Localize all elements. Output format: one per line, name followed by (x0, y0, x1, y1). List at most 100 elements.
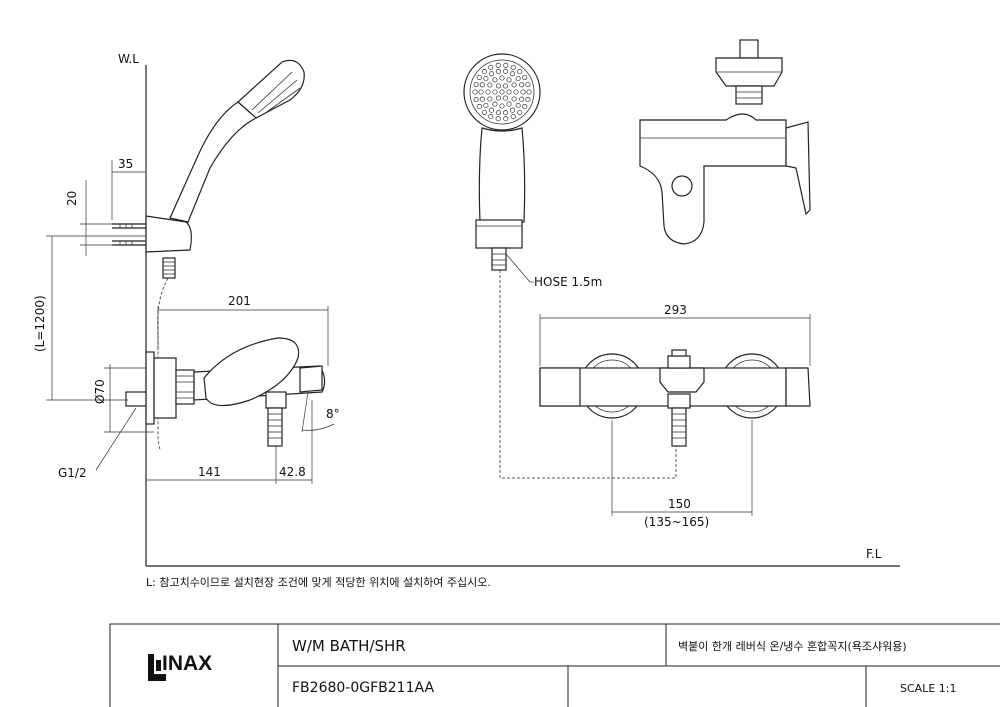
spray-hole (492, 77, 498, 83)
spray-hole (483, 102, 489, 109)
spray-hole (495, 68, 501, 74)
side-hand-shower (112, 59, 305, 279)
spray-hole (503, 62, 509, 68)
front-hand-shower (463, 53, 541, 271)
spray-hole (473, 97, 479, 103)
side-shower-head (237, 59, 305, 119)
spray-hole (499, 103, 505, 109)
spray-hole (517, 109, 523, 115)
dim-293: 293 (664, 303, 687, 317)
spray-hole (519, 96, 525, 102)
side-shower-handle (169, 101, 258, 223)
top-lever (785, 121, 811, 216)
dim-l1200: (L=1200) (33, 295, 47, 352)
spray-hole (488, 64, 494, 70)
spray-hole (510, 114, 516, 120)
top-body (639, 113, 787, 245)
spray-hole (488, 71, 495, 77)
callout-hose: HOSE 1.5m (534, 275, 602, 289)
front-left-handle (539, 367, 581, 407)
spray-hole (509, 71, 516, 77)
spray-hole (488, 114, 494, 120)
spray-hole (511, 96, 517, 102)
spray-hole (476, 104, 482, 110)
spray-hole (522, 74, 528, 80)
product-name-kr: 벽붙이 한개 레버식 온/냉수 혼합꼭지(욕조샤워용) (678, 640, 907, 653)
spray-hole (525, 81, 531, 87)
installation-note: L: 참고치수이므로 설치현장 조건에 맞게 적당한 위치에 설치하여 주십시오… (146, 575, 491, 589)
spray-hole (515, 102, 521, 109)
spray-hole (495, 110, 501, 116)
title-block (109, 623, 1000, 707)
dim-42-8: 42.8 (279, 465, 306, 479)
drawing-scale: SCALE 1:1 (900, 682, 956, 695)
spray-hole (513, 89, 519, 95)
spray-hole (479, 82, 485, 88)
front-spout-thread (671, 407, 687, 447)
spray-hole (506, 89, 512, 95)
spray-hole (509, 107, 516, 113)
spray-hole (520, 89, 526, 95)
dim-20: 20 (65, 191, 79, 206)
side-lever (203, 337, 300, 407)
side-hose-connector (162, 257, 176, 279)
spray-hole (495, 95, 502, 101)
front-diverter (659, 367, 705, 393)
spray-hole (487, 82, 493, 88)
model-number: FB2680-0GFB211AA (292, 680, 434, 696)
side-shower-holder (145, 215, 192, 253)
front-hose (499, 270, 677, 479)
spray-hole (492, 89, 498, 95)
spray-hole (472, 89, 478, 95)
spray-hole (483, 75, 489, 82)
front-right-lever (785, 367, 811, 407)
spray-hole (526, 89, 532, 95)
callout-g12: G1/2 (58, 466, 87, 480)
dim-70: Ø70 (93, 379, 107, 404)
front-shower-holder (475, 219, 523, 249)
logo-text: INAX (162, 652, 212, 675)
spray-hole (481, 69, 487, 75)
side-spout-thread (267, 407, 283, 447)
dim-35: 35 (118, 157, 133, 171)
spray-hole (481, 109, 487, 115)
floor-line-label: F.L (866, 547, 882, 561)
side-hose (157, 277, 169, 451)
side-wall-flange (145, 351, 155, 425)
spray-hole (503, 68, 509, 74)
spray-hole (517, 69, 523, 75)
spray-hole (503, 116, 509, 122)
spray-hole (515, 75, 521, 82)
side-dimensions (46, 160, 335, 484)
spray-hole (499, 75, 505, 81)
spray-hole (502, 83, 509, 89)
spray-hole (510, 64, 516, 70)
spray-hole (519, 82, 525, 88)
top-outlet (671, 175, 693, 197)
spray-hole (488, 107, 495, 113)
spray-hole (492, 101, 498, 107)
spray-hole (503, 110, 509, 116)
dim-150-range: (135~165) (644, 515, 709, 529)
spray-hole (487, 96, 493, 102)
product-name-en: W/M BATH/SHR (292, 637, 406, 655)
front-dimensions (539, 314, 811, 516)
front-shower-handle (478, 127, 526, 223)
spray-hole (478, 89, 484, 95)
dim-141: 141 (198, 465, 221, 479)
spray-hole (511, 82, 517, 88)
dim-201: 201 (228, 294, 251, 308)
spray-hole (502, 95, 509, 101)
side-eccentric-connector (125, 391, 147, 407)
spray-hole (495, 62, 501, 68)
spray-hole (485, 89, 491, 95)
spray-hole (506, 77, 512, 83)
spray-hole (495, 116, 501, 122)
spray-holes (472, 62, 532, 122)
top-view-mixer (639, 39, 811, 245)
wall-line-label: W.L (118, 52, 139, 66)
spray-hole (479, 96, 485, 102)
spray-hole (525, 97, 531, 103)
front-mixer (539, 349, 811, 447)
